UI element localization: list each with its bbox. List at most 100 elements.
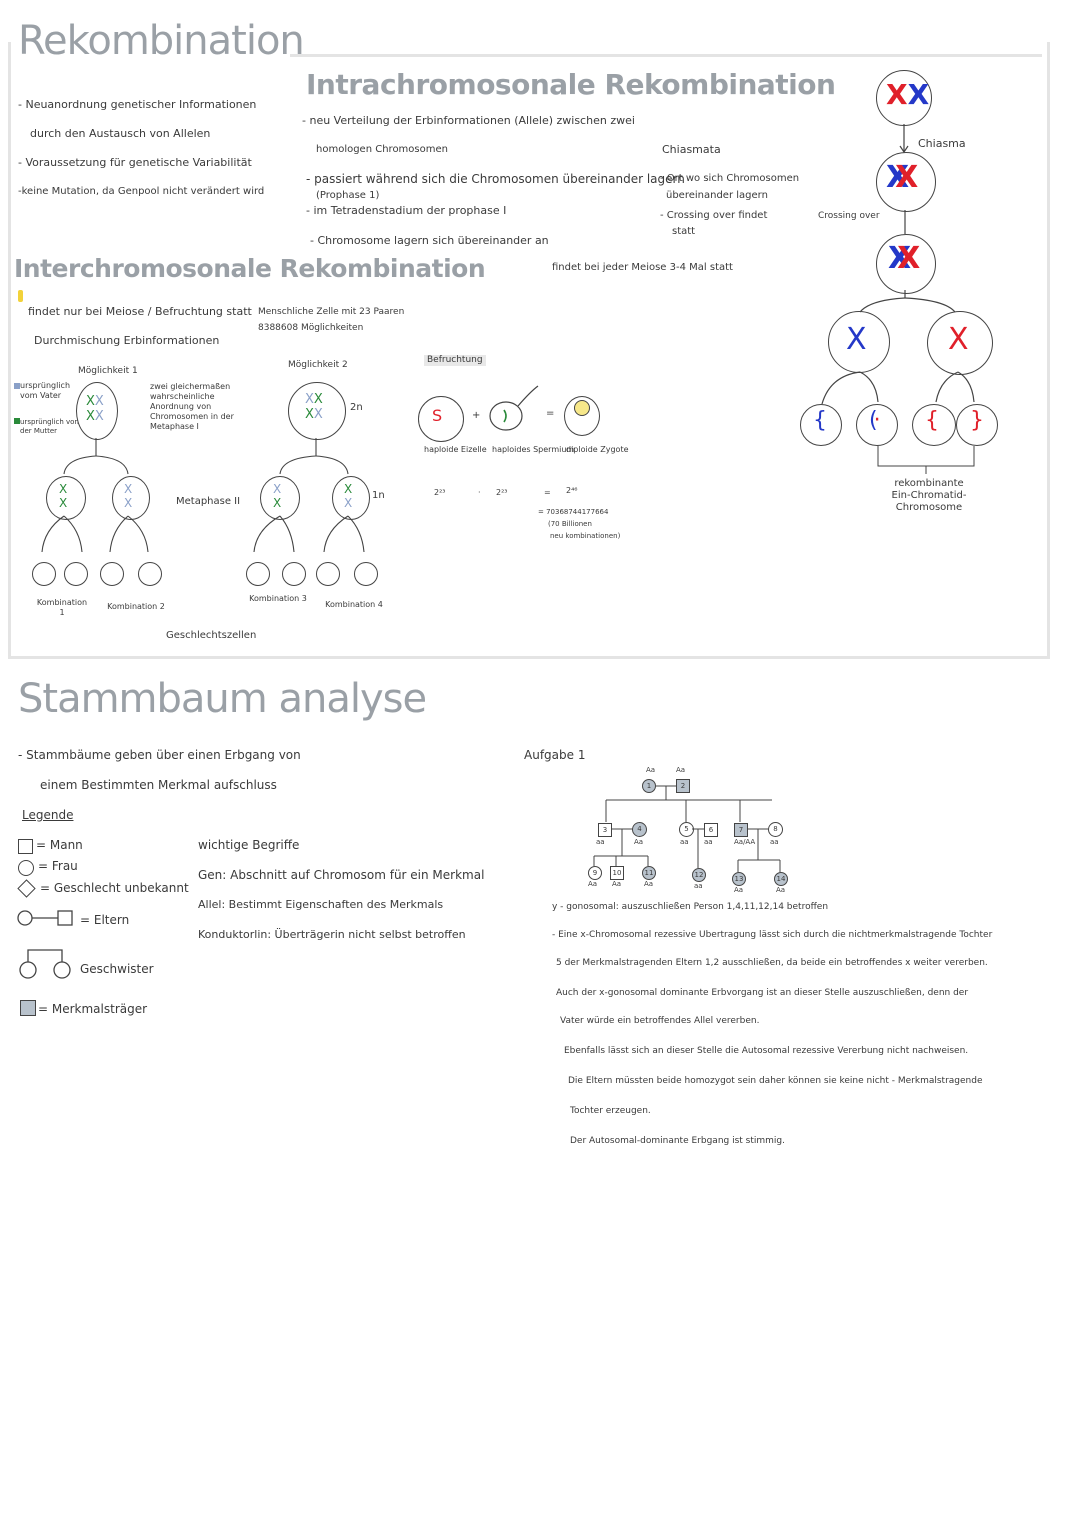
- gamete-cell-3: [912, 404, 956, 446]
- gen2-genotype-5: aa: [680, 838, 689, 846]
- metaphase-cell-2: [112, 476, 150, 520]
- person-5[interactable]: 5: [679, 822, 694, 837]
- inter-possibilities: 8388608 Möglichkeiten: [258, 323, 364, 333]
- legend-unknown: = Geschlecht unbekannt: [40, 881, 189, 895]
- terms-title: wichtige Begriffe: [198, 838, 300, 852]
- person-10[interactable]: 10: [610, 866, 624, 880]
- chiasmata-line-4: statt: [672, 226, 696, 237]
- crossing-over-label: Crossing over: [818, 211, 880, 221]
- combination-1-label: Kombination 1: [36, 598, 88, 617]
- metaphase-cell-4: [332, 476, 370, 520]
- gamete-cell-1: [800, 404, 842, 446]
- intra-frequency: findet bei jeder Meiose 3-4 Mal statt: [552, 262, 733, 273]
- person-2[interactable]: 2: [676, 779, 690, 793]
- pedigree-title: Stammbaum analyse: [18, 676, 427, 722]
- gamete-1a: [32, 562, 56, 586]
- person-13[interactable]: 13: [732, 872, 746, 886]
- gamete-3a: [246, 562, 270, 586]
- gamete-1b: [64, 562, 88, 586]
- from-mother-label: ursprünglich von der Mutter: [20, 418, 79, 435]
- person-14[interactable]: 14: [774, 872, 788, 886]
- zygote-chromosome-icon: [574, 400, 590, 416]
- recombinant-label: rekombinante Ein-Chromatid-Chromosome: [891, 478, 967, 513]
- intra-line-2: homologen Chromosomen: [316, 144, 448, 155]
- chiasmata-line-3: - Crossing over findet: [660, 210, 768, 221]
- inter-line-1: findet nur bei Meiose / Befruchtung stat…: [28, 305, 252, 318]
- option-1-label: Möglichkeit 1: [78, 366, 138, 376]
- combination-2-label: Kombination 2: [107, 602, 165, 611]
- chiasmata-line-2: übereinander lagern: [666, 190, 768, 201]
- person-12[interactable]: 12: [692, 868, 706, 882]
- gen3-genotype-13: Aa: [734, 886, 744, 894]
- metaphase-label: Metaphase II: [176, 496, 241, 507]
- calc-c: 2⁴⁶: [566, 486, 578, 495]
- chromosome-blue-icon: X: [846, 322, 867, 357]
- intra-line-3: - passiert während sich die Chromosomen …: [306, 172, 685, 186]
- person-4[interactable]: 4: [632, 822, 647, 837]
- inter-title: Interchromosonale Rekombination: [14, 254, 486, 283]
- chromatid-mixed-icon-1: (·: [869, 408, 881, 433]
- task-line-9: Der Autosomal-dominante Erbgang ist stim…: [570, 1136, 785, 1146]
- gamete-2a: [100, 562, 124, 586]
- gen2-genotype-8: aa: [770, 838, 779, 846]
- person-8[interactable]: 8: [768, 822, 783, 837]
- chromatid-blue-icon: {: [813, 408, 827, 433]
- gametes-label: Geschlechtszellen: [166, 630, 257, 641]
- person-3[interactable]: 3: [598, 823, 612, 837]
- chiasmata-title: Chiasmata: [662, 143, 721, 156]
- person-1[interactable]: 1: [642, 779, 656, 793]
- recombined-pair-cell: [876, 234, 936, 294]
- intra-line-1: - neu Verteilung der Erbinformationen (A…: [302, 114, 635, 127]
- recombination-bullet-2: durch den Austausch von Allelen: [30, 127, 211, 140]
- father-swatch-icon: [14, 383, 20, 389]
- gen2-genotype-6: aa: [704, 838, 713, 846]
- task-title: Aufgabe 1: [524, 748, 586, 762]
- gen2-genotype-4: Aa: [634, 838, 644, 846]
- recombination-bullet-4: -keine Mutation, da Genpool nicht veränd…: [18, 186, 265, 197]
- metaphase-cell-3: [260, 476, 300, 520]
- sperm-label: haploides Spermium: [492, 445, 575, 454]
- calc-result-3: neu kombinationen): [550, 532, 621, 540]
- term-konduktorin: Konduktorlin: Überträgerin nicht selbst …: [198, 928, 466, 941]
- highlight-marker-icon: [18, 290, 23, 302]
- task-line-5: Vater würde ein betroffendes Allel verer…: [560, 1016, 760, 1026]
- equals-sign: =: [546, 408, 555, 419]
- task-line-1: y - gonosomal: auszuschließen Person 1,4…: [552, 902, 829, 912]
- person-9[interactable]: 9: [588, 866, 602, 880]
- person-7[interactable]: 7: [734, 823, 748, 837]
- calc-b: 2²³: [496, 488, 508, 497]
- combination-3-label: Kombination 3: [249, 594, 307, 603]
- legend-siblings: Geschwister: [80, 962, 154, 976]
- egg-label: haploide Eizelle: [424, 445, 487, 454]
- gen3-genotype-9: Aa: [588, 880, 598, 888]
- intra-line-4: (Prophase 1): [316, 190, 380, 201]
- chiasmata-line-1: - Ort wo sich Chromosomen: [660, 173, 800, 184]
- option-2-label: Möglichkeit 2: [288, 360, 348, 370]
- task-line-3: 5 der Merkmalstragenden Eltern 1,2 aussc…: [556, 958, 988, 968]
- man-square-icon: [18, 839, 33, 854]
- gen3-genotype-11: Aa: [644, 880, 654, 888]
- recombination-bullet-1: - Neuanordnung genetischer Informationen: [18, 98, 257, 111]
- person-11[interactable]: 11: [642, 866, 656, 880]
- gamete-4a: [316, 562, 340, 586]
- calc-a: 2²³: [434, 488, 446, 497]
- intra-line-6: - Chromosome lagern sich übereinander an: [310, 234, 549, 247]
- term-gen: Gen: Abschnitt auf Chromosom für ein Mer…: [198, 868, 485, 882]
- recombined-pair-icon: XX: [888, 241, 921, 276]
- task-line-8: Tochter erzeugen.: [570, 1106, 651, 1116]
- sperm-icon: [489, 385, 539, 431]
- egg-chromosome-icon: S: [432, 406, 443, 425]
- person-6[interactable]: 6: [704, 823, 718, 837]
- intra-line-5: - im Tetradenstadium der prophase I: [306, 204, 507, 217]
- from-father-label: ursprünglich vom Vater: [20, 381, 71, 400]
- legend-parents: = Eltern: [80, 913, 130, 927]
- chromatid-mixed-icon-2: {: [925, 408, 939, 433]
- label-1n: 1n: [372, 490, 385, 501]
- chiasma-icon: XX: [886, 160, 919, 195]
- chiasma-label: Chiasma: [918, 137, 966, 150]
- zygote-label: diploide Zygote: [566, 445, 629, 454]
- legend-title: Legende: [22, 808, 74, 822]
